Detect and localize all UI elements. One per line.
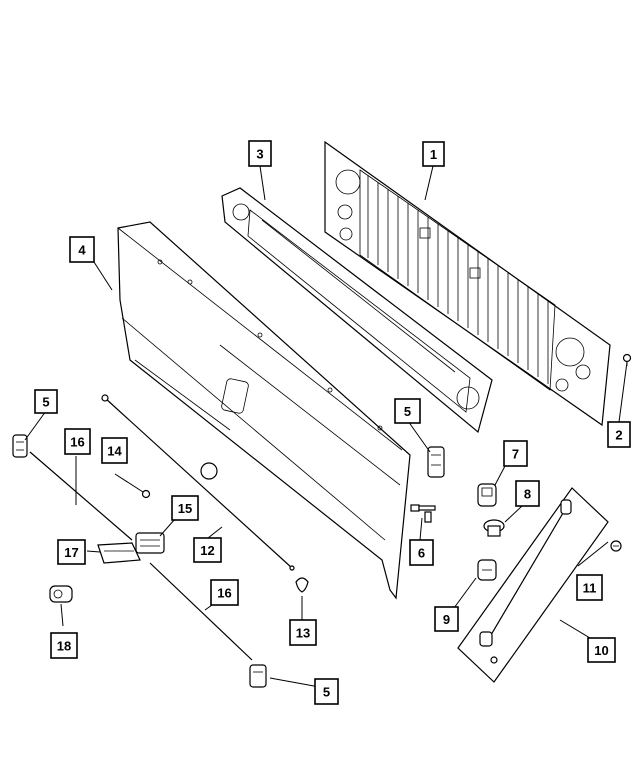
callout-15: 15 (171, 495, 199, 521)
latch-rod (101, 394, 295, 571)
grommet (141, 489, 151, 499)
svg-text:6: 6 (418, 546, 425, 561)
svg-text:4: 4 (78, 243, 86, 258)
callout-16-lower: 16 (210, 579, 239, 606)
svg-text:5: 5 (42, 395, 49, 410)
inner-trim-panel (324, 140, 611, 427)
callout-16-upper: 16 (64, 428, 91, 455)
callout-2: 2 (607, 421, 631, 448)
callout-18: 18 (50, 632, 78, 659)
svg-text:1: 1 (430, 147, 437, 162)
callout-3: 3 (248, 140, 272, 167)
callout-1: 1 (422, 141, 445, 167)
callout-4: 4 (69, 236, 95, 263)
latch-rod-upper (29, 451, 133, 541)
svg-text:5: 5 (323, 685, 330, 700)
svg-text:15: 15 (178, 501, 192, 516)
latch-rod-lower (149, 562, 253, 661)
svg-text:12: 12 (200, 543, 214, 558)
callout-12: 12 (193, 537, 222, 563)
tailgate-shell (117, 221, 411, 600)
latch-mechanism (135, 532, 165, 554)
callout-5-bottom: 5 (314, 678, 339, 705)
support-cable-box (457, 487, 609, 683)
bracket (477, 559, 497, 581)
callout-17: 17 (57, 539, 86, 565)
hinge-left-lower (249, 664, 267, 688)
hinge-left-upper (12, 434, 28, 458)
callout-14: 14 (101, 437, 128, 464)
tailgate-handle (97, 542, 141, 564)
svg-text:8: 8 (524, 487, 531, 502)
svg-text:10: 10 (594, 643, 608, 658)
leader-lines (24, 165, 628, 689)
support-cable (479, 499, 572, 664)
callout-8: 8 (515, 480, 540, 507)
callout-5-left-upper: 5 (34, 389, 58, 414)
cable-clip (477, 483, 497, 507)
svg-text:5: 5 (404, 404, 411, 419)
rod-clip (295, 577, 309, 593)
svg-text:11: 11 (583, 581, 597, 596)
hinge-right (427, 446, 445, 478)
callout-11: 11 (576, 574, 603, 601)
svg-text:2: 2 (615, 428, 622, 443)
svg-text:14: 14 (107, 444, 122, 459)
tailgate-cap (221, 187, 493, 434)
callout-5-right: 5 (394, 398, 421, 424)
callout-13: 13 (289, 619, 317, 646)
lock-cylinder (49, 585, 73, 603)
bolt (410, 504, 436, 523)
callout-10: 10 (587, 637, 616, 663)
svg-text:9: 9 (443, 612, 450, 627)
svg-text:13: 13 (296, 626, 310, 641)
svg-text:16: 16 (217, 586, 231, 601)
svg-text:16: 16 (70, 435, 84, 450)
callout-9: 9 (434, 606, 459, 632)
callout-6: 6 (409, 539, 434, 566)
svg-text:17: 17 (64, 545, 78, 560)
svg-text:7: 7 (512, 447, 519, 462)
access-plug (200, 462, 218, 480)
callout-7: 7 (503, 440, 528, 467)
screw (610, 540, 622, 552)
svg-text:3: 3 (256, 147, 263, 162)
bushing (483, 519, 505, 537)
svg-text:18: 18 (57, 639, 71, 654)
